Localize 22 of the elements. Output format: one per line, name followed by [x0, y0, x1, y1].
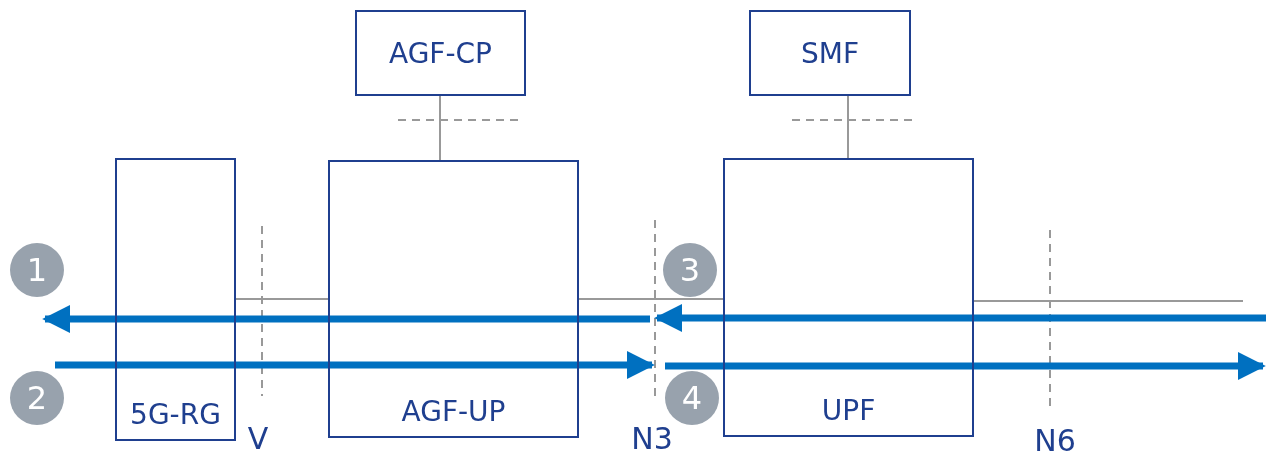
function-box [355, 10, 526, 96]
connector-line [847, 95, 849, 159]
connector-line [439, 95, 441, 161]
connector-line [235, 298, 329, 300]
connector-line [578, 298, 724, 300]
function-box [115, 158, 236, 441]
callout-number: 3 [663, 243, 717, 297]
function-box [723, 158, 974, 437]
reference-point-label: V [247, 424, 269, 454]
function-box [749, 10, 911, 96]
callout-number: 2 [10, 371, 64, 425]
reference-point-label: N6 [1034, 426, 1076, 456]
callout-number: 1 [10, 243, 64, 297]
callout-number: 4 [665, 371, 719, 425]
reference-point-label: N3 [631, 424, 673, 454]
node-label: 5G-RG [130, 398, 221, 431]
node-label: AGF-UP [401, 395, 506, 428]
function-box [328, 160, 579, 438]
node-label: AGF-CP [389, 36, 492, 70]
node-label: SMF [800, 36, 859, 70]
node-label: UPF [821, 394, 876, 427]
connector-line [973, 300, 1244, 302]
